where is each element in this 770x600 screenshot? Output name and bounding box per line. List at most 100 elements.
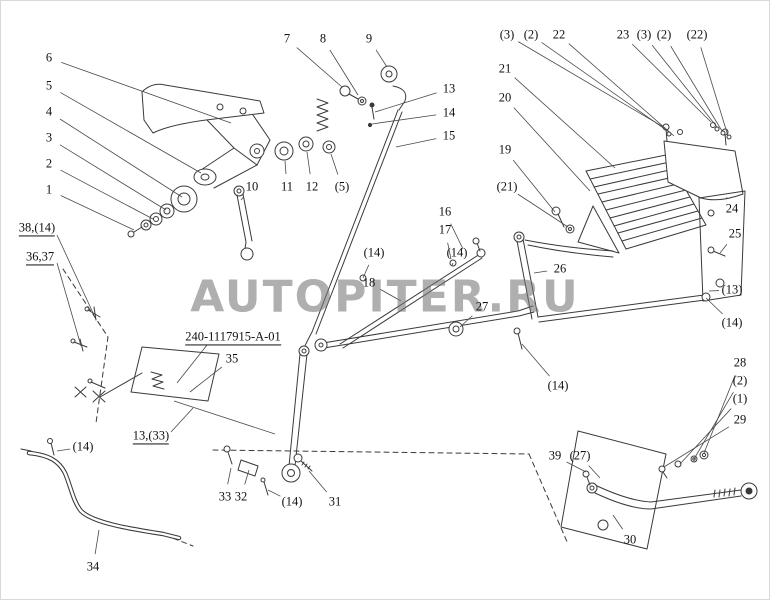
callout-label: (2) <box>656 27 672 42</box>
callout-label: 33 <box>218 489 232 504</box>
callout-label: 16 <box>438 204 452 219</box>
leader-line <box>227 467 232 485</box>
callout-label: 35 <box>225 351 239 366</box>
leader-line <box>670 45 723 132</box>
callout-label: (14) <box>721 315 743 330</box>
callout-label: (21) <box>496 179 518 194</box>
leader-line <box>56 234 95 316</box>
leader-line <box>375 49 388 68</box>
leader-line <box>705 297 723 315</box>
leader-line <box>533 270 548 274</box>
callout-label: 30 <box>623 532 637 547</box>
leader-line <box>380 289 402 302</box>
callout-label: 11 <box>280 179 294 194</box>
callout-label: 7 <box>283 31 291 46</box>
leader-line <box>308 470 327 493</box>
callout-label: 5 <box>45 78 53 93</box>
part-number-label: 240-1117915-А-01 <box>185 330 281 346</box>
center-lever-assembly <box>223 345 313 496</box>
callout-label: 8 <box>319 31 327 46</box>
leader-line <box>56 448 71 452</box>
callout-label: 32 <box>234 489 248 504</box>
callout-label: 36,37 <box>25 250 55 266</box>
callout-label: 15 <box>442 128 456 143</box>
callout-label: (5) <box>334 179 350 194</box>
leader-line <box>521 343 550 377</box>
leader-line <box>518 41 666 129</box>
callout-label: (3) <box>499 27 515 42</box>
leader-line <box>374 92 437 113</box>
bracket-assembly <box>70 306 276 435</box>
callout-label: (2) <box>732 373 748 388</box>
callout-label: 24 <box>725 201 739 216</box>
callout-label: 1 <box>45 182 53 197</box>
callout-label: 17 <box>438 222 452 237</box>
accelerator-pedal-assembly <box>513 122 746 350</box>
callout-label: 23 <box>616 27 630 42</box>
leader-line <box>329 49 359 96</box>
callout-label: 9 <box>365 31 373 46</box>
leader-line <box>59 144 167 211</box>
callout-label: (14) <box>547 378 569 393</box>
callout-label: 2 <box>45 156 53 171</box>
leader-line <box>514 77 616 169</box>
bent-rod <box>20 438 182 541</box>
callout-label: (2) <box>523 27 539 42</box>
callout-label: (27) <box>569 448 591 463</box>
callout-label: 13,(33) <box>132 429 170 445</box>
leader-line <box>679 408 732 465</box>
leader-line <box>60 195 135 231</box>
leader-line <box>631 43 712 123</box>
callout-label: 13 <box>442 81 456 96</box>
callout-label: 22 <box>552 27 566 42</box>
callout-label: (14) <box>363 245 385 260</box>
callout-label: 18 <box>362 275 376 290</box>
leader-line <box>170 407 194 433</box>
leader-line <box>663 426 730 468</box>
leader-line <box>306 151 311 175</box>
hand-lever-assembly <box>127 83 271 261</box>
callout-label: (3) <box>636 27 652 42</box>
leader-line <box>700 47 729 137</box>
leader-line <box>588 465 601 479</box>
leader-line <box>451 262 454 266</box>
leader-line <box>189 366 223 393</box>
leader-line <box>60 169 154 220</box>
callout-label: 12 <box>305 179 319 194</box>
leader-line <box>450 223 464 250</box>
leader-line <box>296 47 343 88</box>
callout-label: 34 <box>86 559 100 574</box>
leader-line <box>94 529 100 555</box>
leader-line <box>513 107 591 192</box>
leader-line <box>459 315 473 328</box>
callout-label: (14) <box>72 439 94 454</box>
callout-label: (22) <box>686 27 708 42</box>
leader-line <box>284 160 287 175</box>
leader-lines <box>56 41 736 555</box>
callout-label: 6 <box>45 50 53 65</box>
leader-line <box>240 196 244 201</box>
callout-label: 3 <box>45 130 53 145</box>
leader-line <box>517 193 569 228</box>
leader-line <box>267 489 281 497</box>
leader-line <box>176 344 208 384</box>
callout-label: (14) <box>281 494 303 509</box>
callout-label: 39 <box>548 448 562 463</box>
leader-line <box>566 461 587 473</box>
callout-label: 27 <box>475 299 489 314</box>
callout-label: 26 <box>553 261 567 276</box>
callout-label: 19 <box>498 142 512 157</box>
bottom-right-linkage <box>560 430 758 550</box>
callout-label: 10 <box>245 179 259 194</box>
callout-label: 38,(14) <box>18 221 56 237</box>
leader-line <box>719 243 728 254</box>
leader-line <box>371 114 437 125</box>
leader-line <box>56 262 82 347</box>
callout-label: (14) <box>446 245 468 260</box>
leader-line <box>395 138 437 148</box>
callout-label: 31 <box>328 494 342 509</box>
callout-label: 20 <box>498 90 512 105</box>
leader-line <box>512 159 556 213</box>
